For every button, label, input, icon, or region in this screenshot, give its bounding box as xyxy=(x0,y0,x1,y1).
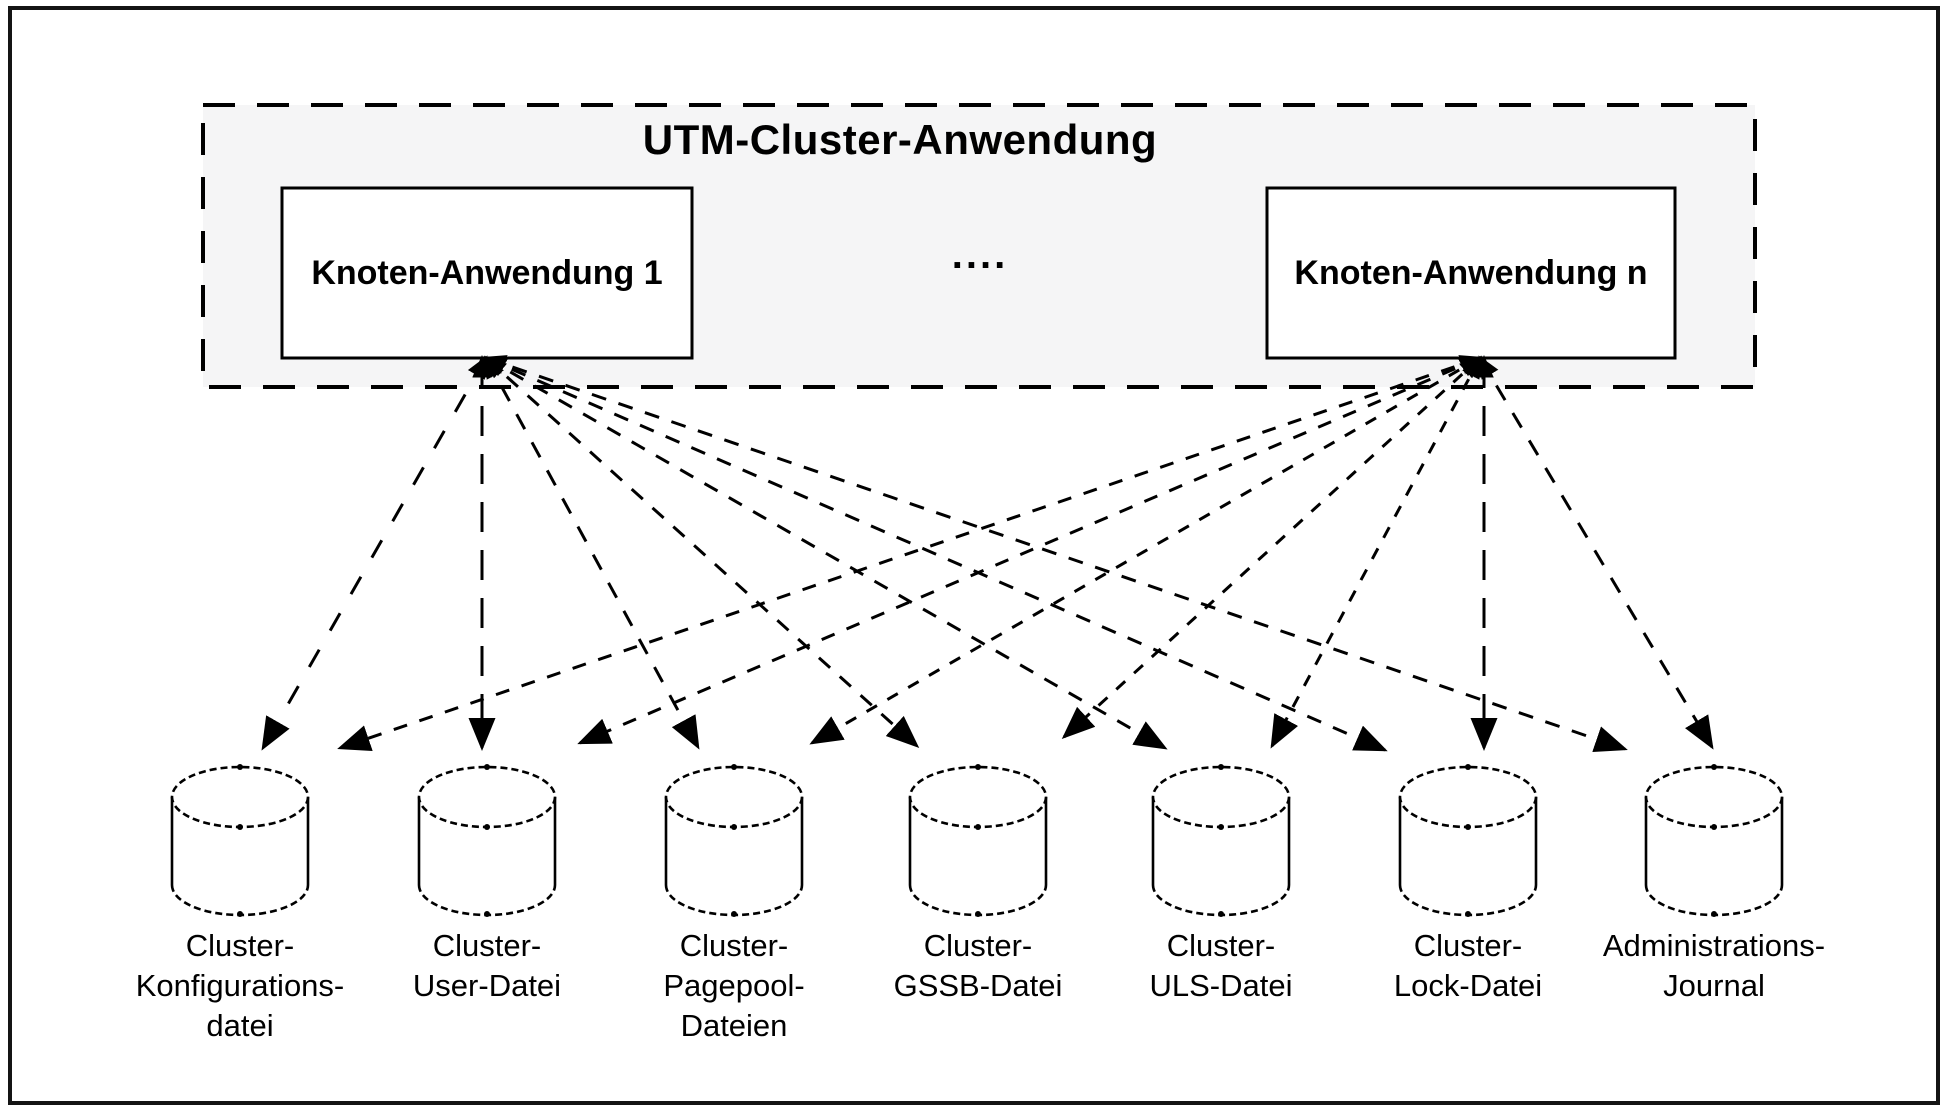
node-application-n-box xyxy=(1265,186,1677,360)
arrow-noden-konfigdatei xyxy=(337,355,1483,752)
storage-label-konfigdatei: Cluster- Konfigurations- datei xyxy=(135,928,345,1043)
node-ellipsis: .... xyxy=(951,233,1009,277)
arrow-node1-uls xyxy=(483,356,1168,750)
storage-cylinders xyxy=(170,764,1784,917)
node-application-n-label: Knoten-Anwendung n xyxy=(1294,253,1648,292)
database-cylinder-lock xyxy=(1398,764,1538,917)
arrows-node-n xyxy=(337,355,1714,752)
arrow-node1-journal xyxy=(483,355,1628,753)
arrow-noden-userdatei xyxy=(577,356,1483,745)
node-application-1-label: Knoten-Anwendung 1 xyxy=(311,253,663,292)
database-cylinder-userdatei xyxy=(417,764,557,917)
arrow-node1-konfigdatei xyxy=(261,355,488,751)
storage-label-pagepool: Cluster- Pagepool- Dateien xyxy=(663,928,805,1043)
database-cylinder-gssb xyxy=(908,764,1048,917)
storage-label-gssb: Cluster- GSSB-Datei xyxy=(893,928,1063,1003)
arrow-noden-pagepool xyxy=(809,356,1483,745)
storage-label-lock: Cluster- Lock-Datei xyxy=(1393,928,1543,1003)
arrow-noden-journal xyxy=(1478,355,1714,750)
arrow-node1-lock xyxy=(483,356,1388,752)
arrow-noden-gssb xyxy=(1061,355,1483,740)
arrow-noden-uls xyxy=(1270,355,1482,749)
storage-label-userdatei: Cluster- User-Datei xyxy=(412,928,562,1003)
node-application-1-box xyxy=(280,186,694,360)
storage-label-journal: Administrations- Journal xyxy=(1602,928,1826,1003)
database-cylinder-uls xyxy=(1151,764,1291,917)
database-cylinder-konfigdatei xyxy=(170,764,310,917)
database-cylinder-journal xyxy=(1644,764,1784,917)
cluster-title: UTM-Cluster-Anwendung xyxy=(642,116,1158,163)
arrow-node1-gssb xyxy=(483,355,920,749)
database-cylinder-pagepool xyxy=(664,764,804,917)
arrow-node1-pagepool xyxy=(484,355,700,750)
arrows-node1 xyxy=(261,355,1628,753)
storage-label-uls: Cluster- ULS-Datei xyxy=(1149,928,1293,1003)
